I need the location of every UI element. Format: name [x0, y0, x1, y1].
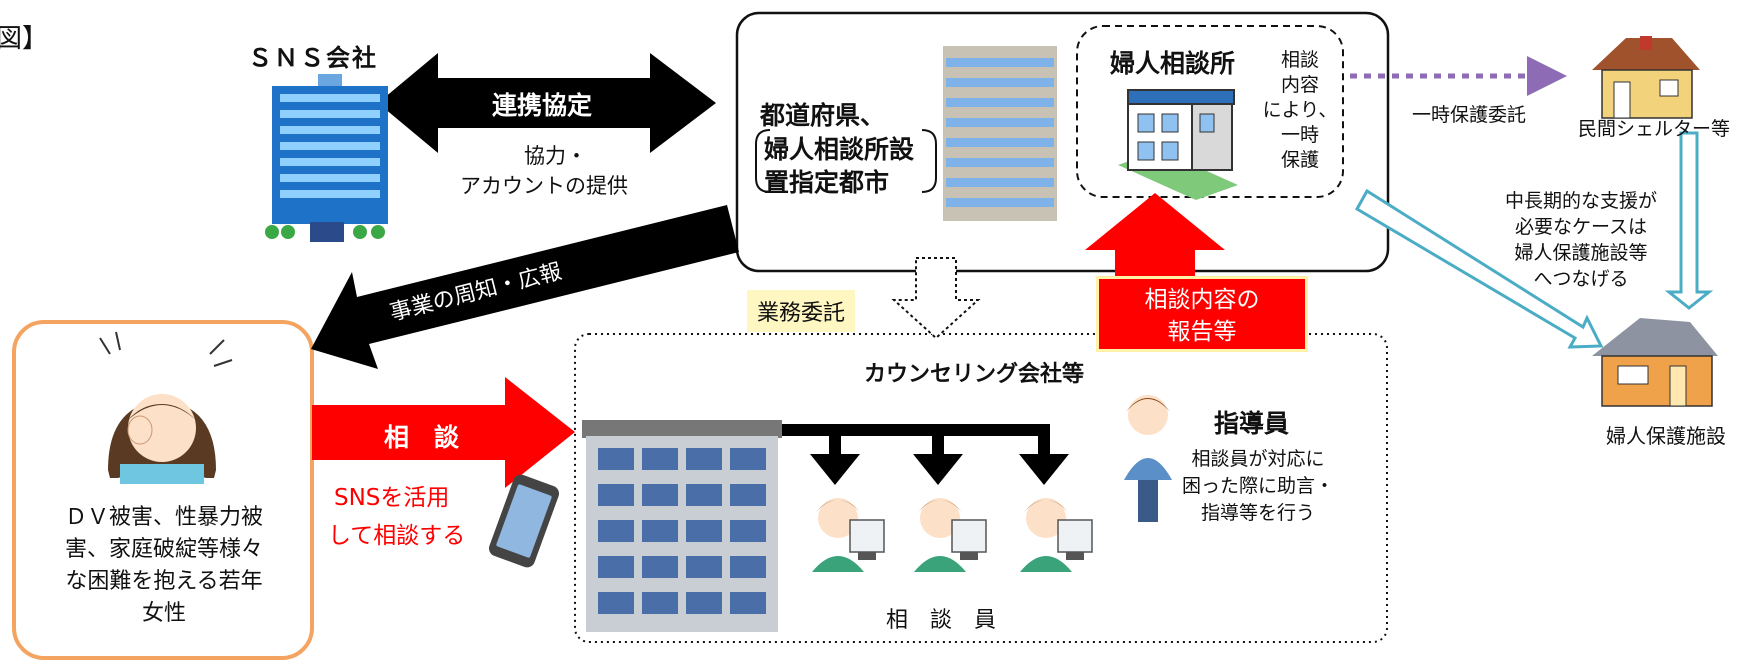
sns-consult-line2: して相談する	[328, 523, 466, 549]
note-line: 内容	[1280, 74, 1319, 96]
young-woman-line: な困難を抱える若年	[65, 569, 263, 594]
figure-bracket: 図】	[0, 24, 49, 54]
sns-building-icon	[265, 74, 388, 242]
prefecture-line2: 婦人相談所設	[764, 135, 915, 164]
note-line: 相談	[1280, 49, 1319, 71]
counseling-company-box	[574, 333, 1388, 643]
outsourcing-label: 業務委託	[747, 290, 856, 332]
long-term-line: 婦人保護施設等	[1514, 242, 1648, 264]
counselor-icon-1	[812, 498, 885, 572]
sns-company-label: ＳＮＳ会社	[248, 44, 378, 72]
report-arrow	[1085, 193, 1225, 280]
note-line: 一時	[1280, 124, 1319, 146]
prefecture-line3: 置指定都市	[764, 168, 890, 197]
consult-arrow	[312, 377, 575, 488]
long-term-line: へつなげる	[1533, 268, 1629, 290]
partnership-arrow-label: 連携協定	[492, 91, 593, 120]
facility-house-icon	[1592, 318, 1718, 407]
consultation-office-note: 相談 内容 により、 一時 保護	[1262, 48, 1338, 173]
report-line1: 相談内容の	[1144, 287, 1260, 313]
counselor-icon-3	[1020, 498, 1093, 572]
private-shelter-label: 民間シェルター等	[1578, 118, 1731, 140]
young-woman-icon	[99, 331, 233, 484]
sns-consult-line1: SNSを活用	[334, 485, 450, 511]
supervisor-title: 指導員	[1214, 409, 1290, 438]
consultation-office-building-icon	[1118, 89, 1238, 200]
report-line2: 報告等	[1167, 319, 1237, 345]
supervisor-line: 困った際に助言・	[1181, 475, 1334, 497]
shelter-house-icon	[1592, 36, 1700, 119]
partnership-arrow	[378, 53, 716, 153]
note-line: 保護	[1280, 149, 1319, 171]
shelter-to-facility-arrow	[1664, 131, 1714, 310]
prefecture-line1: 都道府県、	[760, 101, 886, 130]
office-to-facility-arrow	[1354, 188, 1604, 349]
supervisor-icon	[1124, 395, 1172, 522]
long-term-line: 必要なケースは	[1514, 216, 1648, 238]
young-woman-line: ＤＶ被害、性暴力被	[64, 505, 263, 530]
young-woman-box	[12, 320, 314, 660]
supervisor-desc: 相談員が対応に 困った際に助言・ 指導等を行う	[1168, 446, 1348, 527]
counselors-label: 相 談 員	[886, 608, 997, 633]
consultation-office-dashed-box	[1076, 25, 1344, 198]
report-box: 相談内容の 報告等	[1096, 276, 1308, 352]
outsourcing-arrow	[891, 257, 981, 340]
prefecture-box	[735, 11, 1390, 273]
counselor-icon-2	[914, 498, 987, 572]
counseling-building-icon	[582, 420, 782, 632]
young-woman-line: 女性	[141, 601, 186, 626]
note-line: により、	[1262, 99, 1338, 121]
prefecture-bracket-right	[921, 129, 937, 193]
partnership-desc-line1: 協力・	[524, 144, 587, 168]
consult-arrow-label: 相 談	[384, 423, 460, 452]
young-woman-line: 害、家庭破綻等様々	[64, 537, 263, 562]
supervisor-line: 相談員が対応に	[1191, 448, 1325, 470]
consultation-office-title: 婦人相談所	[1110, 49, 1236, 78]
long-term-support-text: 中長期的な支援が 必要なケースは 婦人保護施設等 へつなげる	[1486, 188, 1676, 292]
publicity-arrow	[311, 205, 739, 369]
smartphone-icon	[488, 474, 560, 568]
protection-facility-label: 婦人保護施設	[1606, 424, 1726, 448]
prefecture-building-icon	[943, 46, 1057, 221]
temporary-protection-label: 一時保護委託	[1412, 104, 1527, 126]
partnership-desc-line2: アカウントの提供	[460, 174, 628, 198]
long-term-line: 中長期的な支援が	[1504, 190, 1657, 212]
supervisor-line: 指導等を行う	[1200, 502, 1315, 524]
counseling-company-title: カウンセリング会社等	[864, 362, 1085, 387]
distribution-arrows	[735, 424, 1069, 485]
young-woman-text: ＤＶ被害、性暴力被 害、家庭破綻等様々 な困難を抱える若年 女性	[22, 502, 306, 630]
prefecture-bracket-left	[755, 129, 771, 193]
